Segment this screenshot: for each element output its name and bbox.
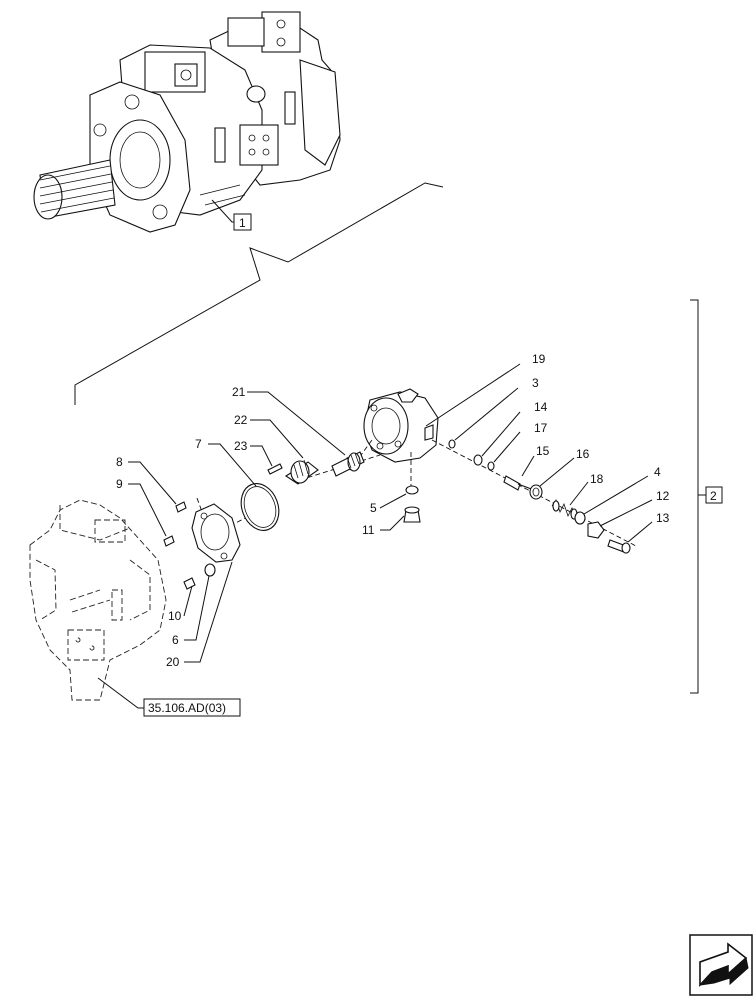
spring-18 — [551, 499, 578, 520]
callout-3: 3 — [532, 376, 539, 390]
cover-plate — [191, 503, 241, 563]
ring-14 — [473, 454, 483, 466]
svg-text:1: 1 — [239, 216, 246, 230]
cap-13 — [607, 539, 631, 554]
group-bracket — [690, 299, 706, 694]
callout-21: 21 — [232, 385, 246, 399]
callout-9: 9 — [116, 477, 123, 491]
tandem-pump-assembly — [33, 11, 341, 233]
washer-6 — [204, 563, 216, 577]
driven-gear — [284, 459, 319, 485]
reference-box-1: 1 — [233, 213, 252, 231]
breakout-line — [74, 182, 444, 405]
o-ring — [240, 483, 280, 531]
callout-13: 13 — [656, 511, 670, 525]
svg-text:35.106.AD(03): 35.106.AD(03) — [148, 701, 226, 715]
reference-box-2: 2 — [705, 486, 723, 504]
callout-16: 16 — [576, 447, 590, 461]
screw-8 — [175, 501, 187, 513]
callout-15: 15 — [536, 444, 550, 458]
callout-12: 12 — [656, 489, 670, 503]
callout-8: 8 — [116, 455, 123, 469]
callout-14: 14 — [534, 400, 548, 414]
reference-box-bottom: 35.106.AD(03) — [143, 698, 241, 717]
callout-11: 11 — [362, 523, 375, 537]
callout-7: 7 — [195, 437, 202, 451]
svg-text:2: 2 — [710, 489, 717, 503]
callout-6: 6 — [172, 633, 179, 647]
callout-5: 5 — [370, 501, 377, 515]
callout-17: 17 — [534, 421, 548, 435]
valve-seat-16 — [529, 484, 543, 500]
ring-17 — [487, 461, 495, 471]
ring-4 — [574, 511, 586, 525]
callout-20: 20 — [166, 655, 180, 669]
callout-23: 23 — [234, 439, 248, 453]
screw-9 — [163, 535, 175, 547]
callout-18: 18 — [590, 472, 604, 486]
callout-10: 10 — [168, 609, 182, 623]
pin — [267, 463, 283, 475]
ghost-mounting-body — [29, 499, 167, 701]
nut-12 — [587, 521, 605, 539]
callout-19: 19 — [532, 352, 546, 366]
callout-22: 22 — [234, 413, 248, 427]
seal-5 — [405, 485, 419, 495]
ring-3 — [448, 439, 456, 449]
screw-10 — [183, 577, 196, 590]
valve-15 — [503, 475, 535, 491]
pump-housing — [363, 388, 439, 463]
arrow-icon[interactable] — [689, 934, 753, 996]
drive-gear-shaft — [331, 451, 365, 477]
callout-4: 4 — [654, 465, 661, 479]
